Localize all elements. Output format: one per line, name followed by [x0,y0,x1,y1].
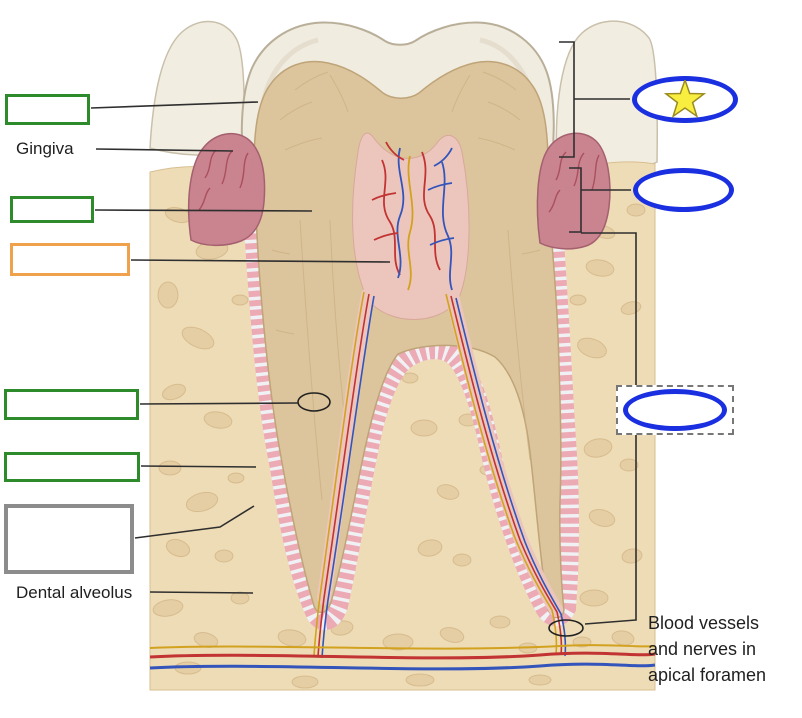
line-box2-to-dentin [94,209,313,212]
apical-foramen-label-line3: apical foramen [648,665,767,685]
root-canal-marker-oval [297,392,331,412]
answer-ellipse-2[interactable] [633,168,734,212]
apical-blood-vessels [149,644,656,671]
blank-label-box-1[interactable] [5,94,90,125]
apical-foramen-marker-oval [548,619,584,637]
star-icon [664,79,706,118]
blank-label-box-4[interactable] [4,452,140,482]
star-shape [664,79,706,118]
line-box3-to-root-canal [139,402,299,405]
answer-ellipse-1-starred[interactable] [632,76,738,123]
blank-label-box-2[interactable] [10,196,94,223]
bracket-gingiva-right [569,167,582,233]
canal-vessels [313,291,567,659]
gingiva-label: Gingiva [16,139,74,158]
apical-foramen-label-line1: Blood vessels [648,613,760,633]
answer-ellipse-3[interactable] [623,389,727,431]
apical-foramen-label: Blood vessels and nerves in apical foram… [648,610,800,688]
line-box4-to-ligament [140,465,257,468]
pulp-vessels [371,141,455,291]
dental-alveolus-label: Dental alveolus [16,583,133,602]
apical-foramen-label-line2: and nerves in [648,639,757,659]
line-orange-box-to-pulp [130,259,391,263]
periodontal-ligament [242,191,579,631]
line-dental-alveolus-label [149,591,254,594]
blank-label-box-3[interactable] [4,389,139,420]
blank-label-box-gray[interactable] [4,504,134,574]
blank-label-box-orange[interactable] [10,243,130,276]
gingiva-tissue [187,132,611,250]
line-box1-to-enamel [90,101,259,109]
answer-ellipse-3-container [616,385,734,435]
dentin-texture [271,71,541,501]
line-gingiva-label [95,148,234,152]
line-gray-box-to-root-surface [134,505,255,539]
